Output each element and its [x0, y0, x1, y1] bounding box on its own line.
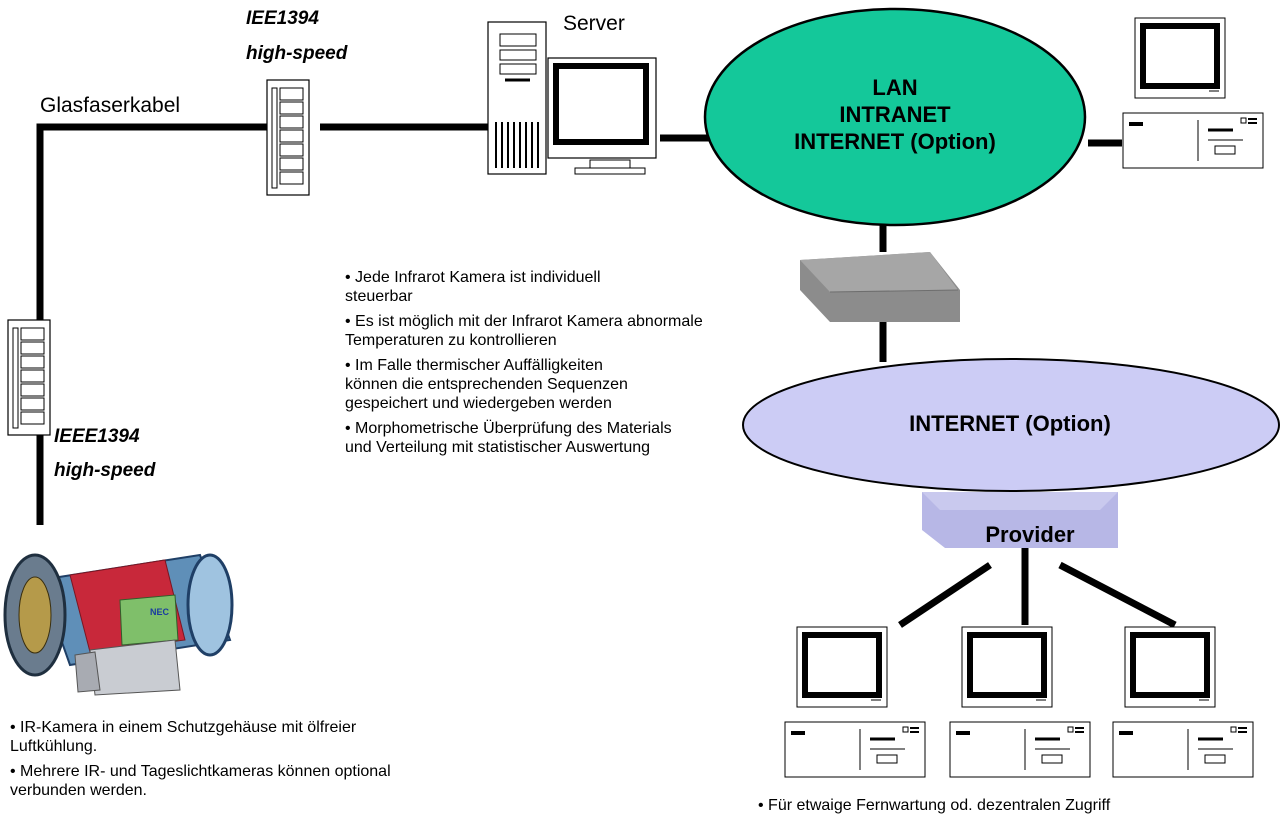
iee-top-label-1: IEE1394 [246, 8, 319, 29]
internet-cloud-label: INTERNET (Option) [909, 411, 1111, 436]
feature-item: • Morphometrische Überprüfung des Materi… [345, 420, 672, 456]
remote-access-note: • Für etwaige Fernwartung od. dezentrale… [758, 797, 1111, 814]
provider-box [922, 492, 1118, 548]
camera-notes: • IR-Kamera in einem Schutzgehäuse mit ö… [10, 718, 440, 806]
server-icon [487, 21, 657, 175]
client-pc-2-icon [950, 627, 1090, 777]
feature-item: • Im Falle thermischer Auffälligkeiten k… [345, 357, 628, 412]
router-icon [800, 252, 960, 322]
feature-list: • Jede Infrarot Kamera ist individuell s… [345, 268, 745, 463]
lan-line-3: INTERNET (Option) [794, 129, 996, 154]
feature-item: • Es ist möglich mit der Infrarot Kamera… [345, 313, 703, 349]
client-pc-3-icon [1113, 627, 1253, 777]
converter-top-icon [266, 79, 310, 196]
converter-left-icon [7, 319, 51, 436]
lan-line-1: LAN [872, 75, 918, 100]
internet-cloud [742, 358, 1280, 492]
iee-top-label-2: high-speed [246, 43, 348, 64]
camera-note-item: • IR-Kamera in einem Schutzgehäuse mit ö… [10, 719, 357, 755]
client-pc-1-icon [785, 627, 925, 777]
svg-text:NEC: NEC [150, 607, 170, 617]
client-pc-top-icon [1123, 18, 1263, 168]
lan-cloud [703, 7, 1087, 227]
ieee-left-label-2: high-speed [54, 460, 156, 481]
server-label: Server [563, 12, 625, 35]
provider-label: Provider [985, 522, 1075, 547]
lan-line-2: INTRANET [839, 102, 951, 127]
feature-item: • Jede Infrarot Kamera ist individuell s… [345, 269, 601, 305]
camera-note-item: • Mehrere IR- und Tageslichtkameras könn… [10, 763, 391, 799]
ieee-left-label-1: IEEE1394 [54, 426, 140, 447]
glasfaserkabel-label: Glasfaserkabel [40, 94, 181, 117]
lan-cloud-label: LAN INTRANET INTERNET (Option) [712, 74, 1078, 155]
ir-camera-housing-image: NEC [3, 530, 245, 700]
